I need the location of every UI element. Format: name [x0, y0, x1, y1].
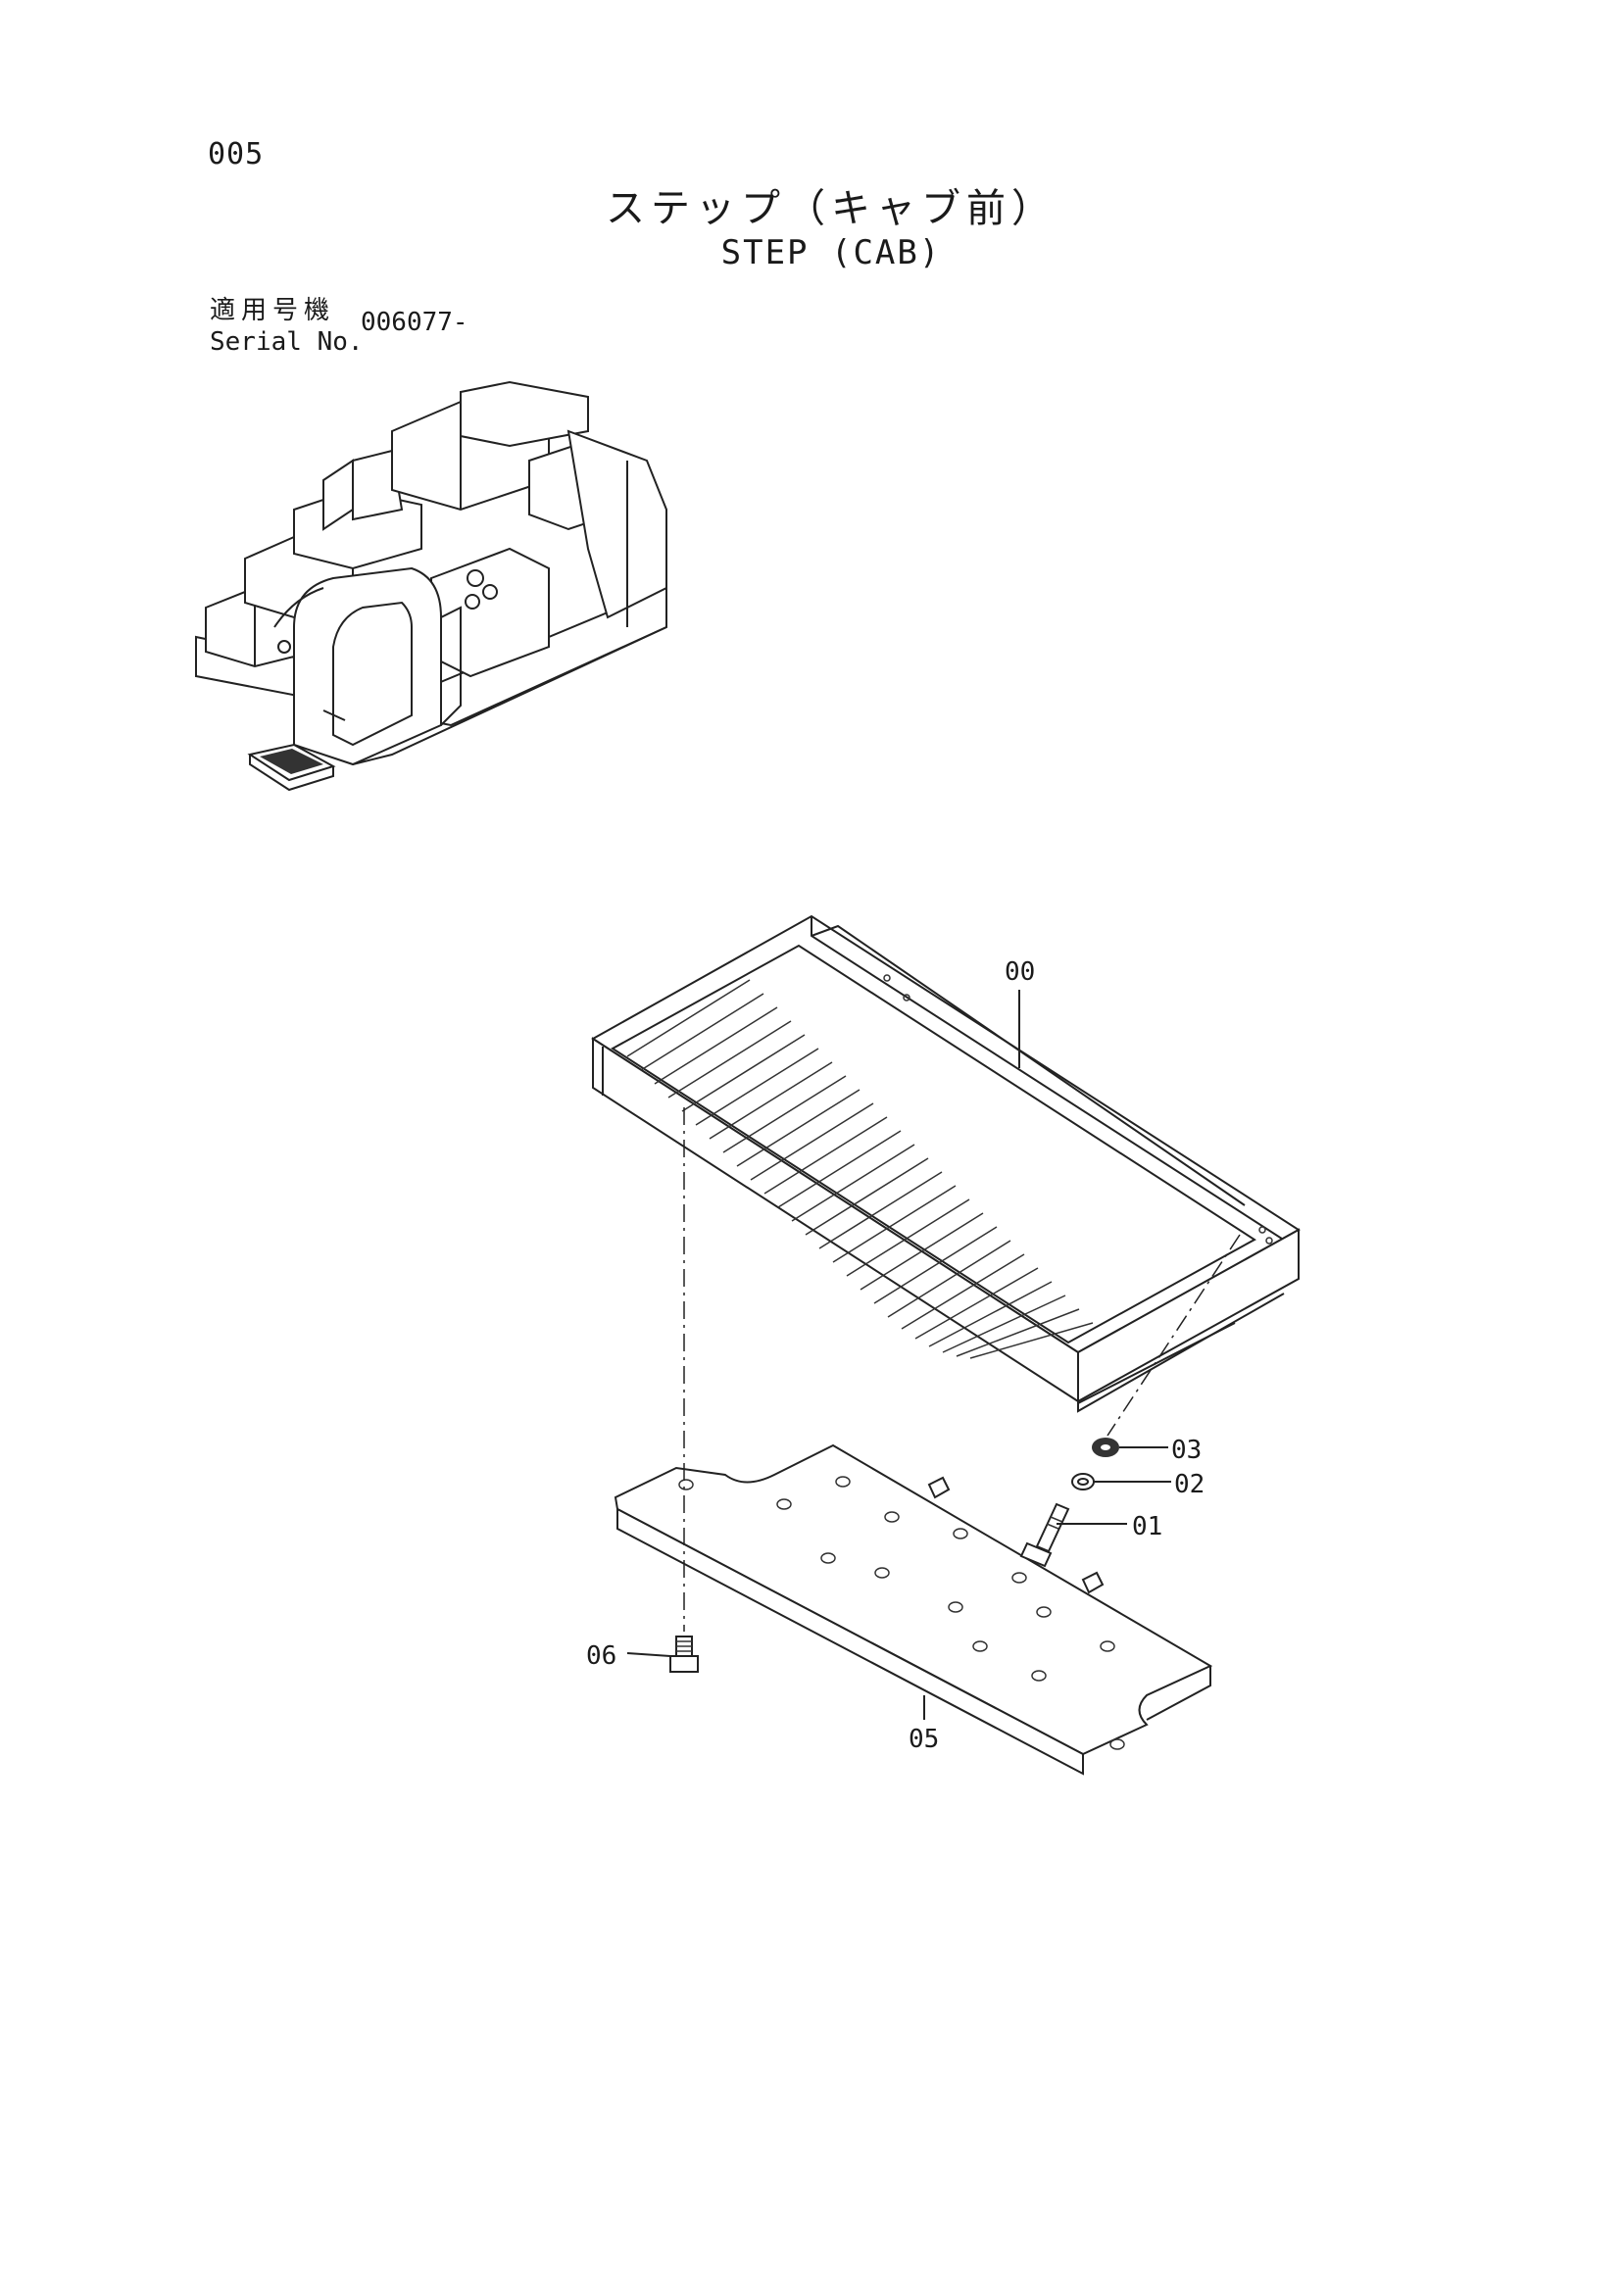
bolt-part-06 — [669, 1636, 699, 1673]
page-title-english: STEP (CAB) — [720, 233, 942, 272]
machine-overview-illustration — [195, 380, 667, 792]
assembly-centerlines — [683, 1107, 1241, 1632]
serial-label-japanese: 適用号機 — [210, 296, 336, 325]
lock-washer-part-02 — [1071, 1473, 1095, 1490]
callout-00: 00 — [1005, 957, 1035, 987]
serial-label-english: Serial No. — [210, 327, 364, 357]
bracket-plate-part-05 — [614, 1443, 1213, 1776]
flat-washer-part-03 — [1092, 1438, 1119, 1457]
step-assembly-part-00 — [591, 914, 1301, 1413]
serial-number-value: 006077- — [361, 308, 468, 337]
callout-05: 05 — [909, 1725, 939, 1754]
callout-03: 03 — [1171, 1436, 1202, 1465]
leader-lines — [626, 990, 1171, 1720]
callout-01: 01 — [1132, 1512, 1162, 1541]
bolt-part-01 — [1019, 1502, 1070, 1568]
page-number: 005 — [208, 137, 265, 171]
callout-06: 06 — [586, 1641, 616, 1671]
page-title-japanese: ステップ（キャブ前） — [606, 186, 1057, 231]
callout-02: 02 — [1174, 1470, 1205, 1499]
